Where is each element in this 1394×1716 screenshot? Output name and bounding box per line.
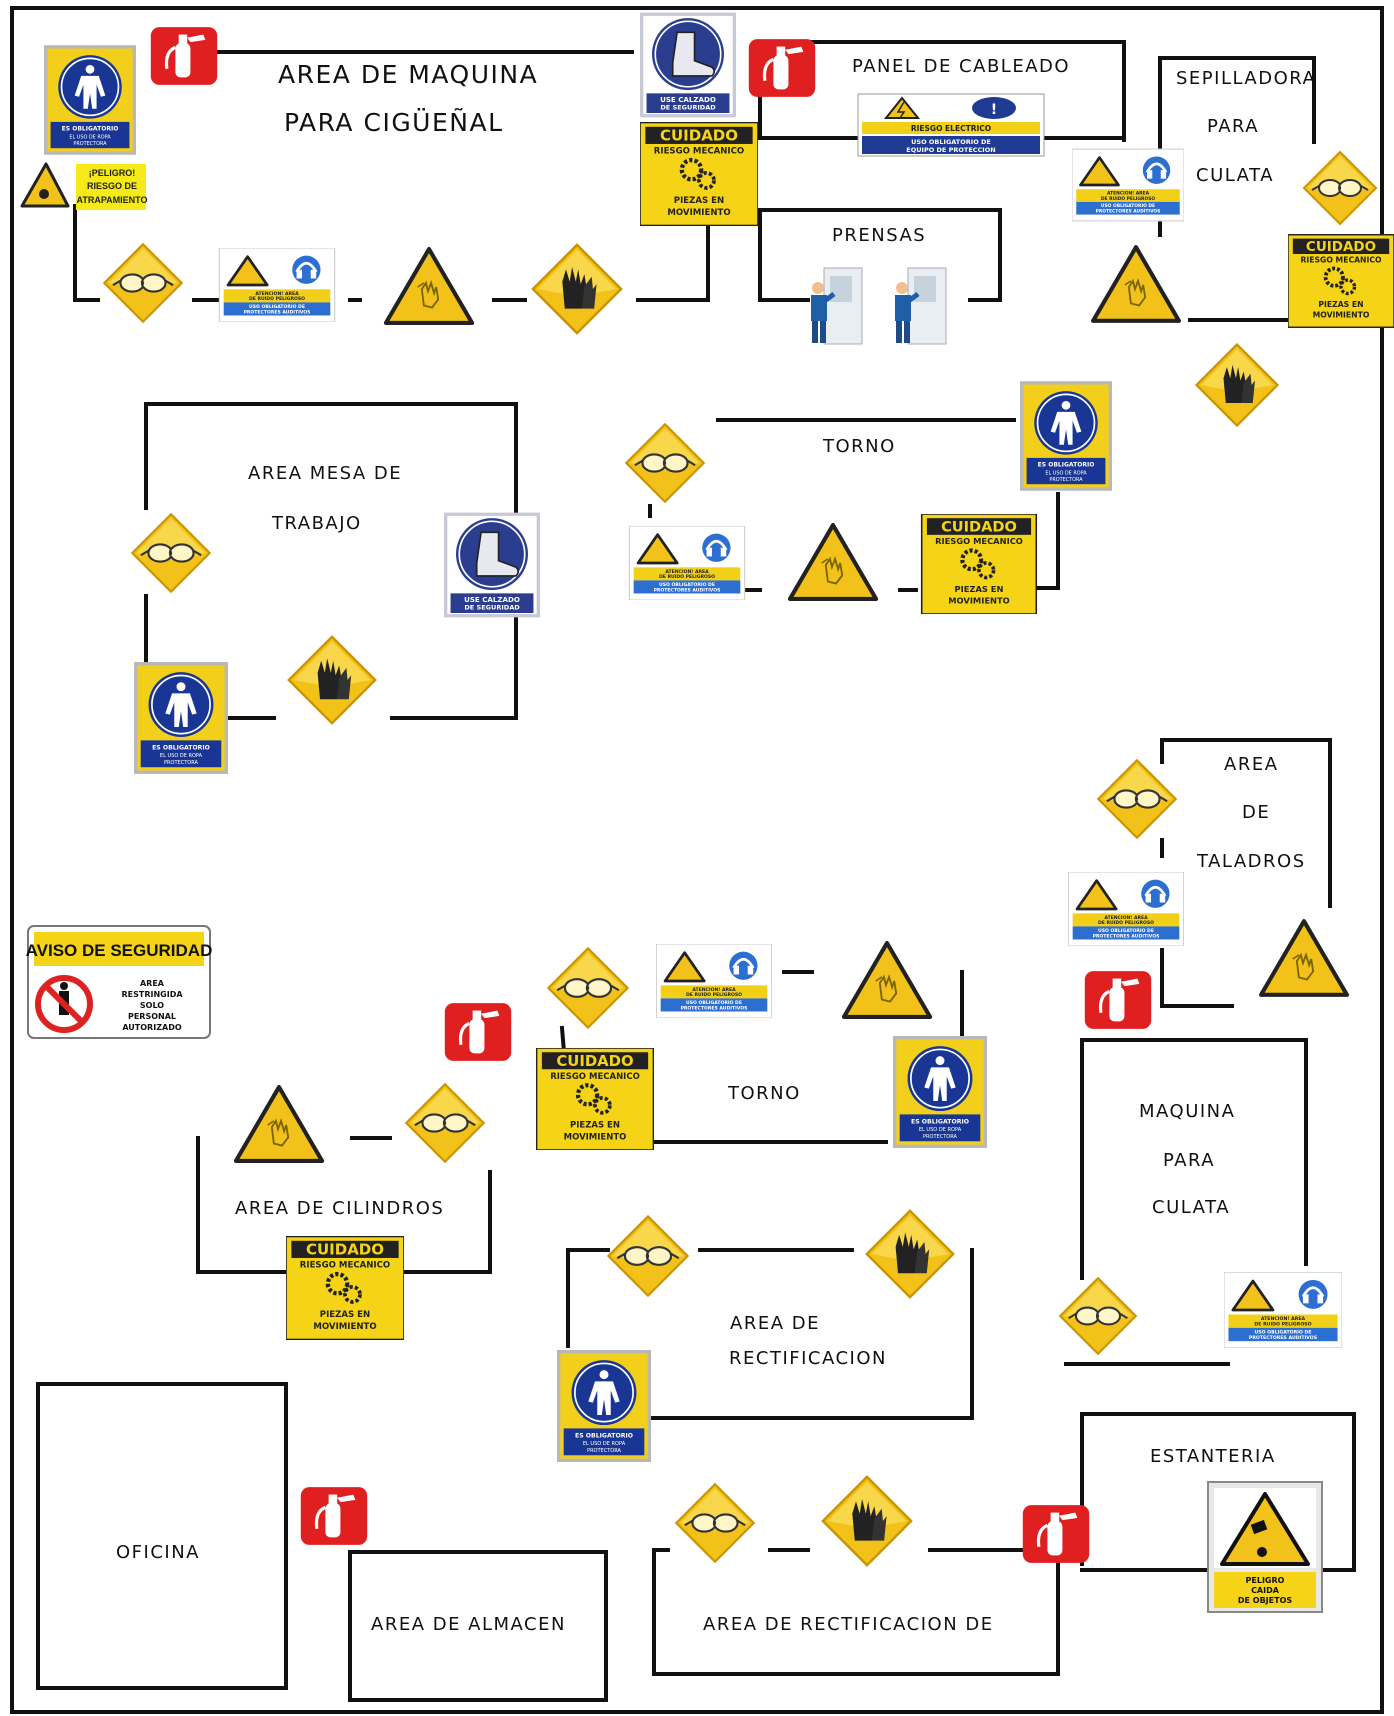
cuidado-sign-icon: [286, 1237, 404, 1340]
guantes-sign-icon: [1195, 343, 1279, 427]
label-panel-cableado: PANEL DE CABLEADO: [852, 56, 1071, 77]
svg-text:RIESGO ELECTRICO: RIESGO ELECTRICO: [911, 124, 991, 133]
svg-text:¡PELIGRO!: ¡PELIGRO!: [89, 168, 136, 178]
svg-text:SOLO: SOLO: [140, 1001, 164, 1010]
label-area-cilindros: AREA DE CILINDROS: [235, 1198, 445, 1219]
label-area-rectificacion-de: AREA DE RECTIFICACION DE: [703, 1614, 994, 1635]
svg-text:EQUIPO DE PROTECCION: EQUIPO DE PROTECCION: [906, 146, 995, 154]
gafas-sign-icon: [102, 242, 184, 324]
label-prensas: PRENSAS: [832, 225, 927, 246]
bata-sign-icon: [44, 44, 136, 156]
ruido-sign-icon: [628, 526, 746, 600]
ruido-sign-icon: [1068, 872, 1184, 946]
cuidado-sign-icon: [1288, 235, 1394, 328]
svg-text:AVISO DE SEGURIDAD: AVISO DE SEGURIDAD: [26, 941, 213, 960]
extintor-sign-icon: [1021, 1504, 1091, 1564]
svg-text:CAIDA: CAIDA: [1251, 1586, 1280, 1595]
cuidado-sign-icon: [922, 514, 1037, 614]
svg-text:RESTRINGIDA: RESTRINGIDA: [121, 990, 183, 999]
cuidado-sign-icon: [537, 1048, 654, 1150]
gafas-sign-icon: [546, 946, 630, 1030]
svg-text:RIESGO DE: RIESGO DE: [87, 181, 137, 191]
label-estanteria: ESTANTERIA: [1150, 1446, 1276, 1467]
label-maquina-culata-2: PARA: [1163, 1150, 1216, 1171]
extintor-sign-icon: [443, 1002, 513, 1062]
triangulo-sign-icon: [790, 525, 876, 599]
guantes-sign-icon: [865, 1209, 955, 1299]
gafas-sign-icon: [130, 512, 212, 594]
gafas-sign-icon: [1058, 1276, 1138, 1356]
ruido-sign-icon: [1224, 1272, 1342, 1348]
extintor-sign-icon: [1083, 970, 1153, 1030]
aviso-seguridad-sign: AVISO DE SEGURIDAD AREA RESTRINGIDA SOLO PER…: [26, 925, 213, 1039]
svg-text:DE OBJETOS: DE OBJETOS: [1238, 1596, 1292, 1605]
svg-text:PERSONAL: PERSONAL: [128, 1012, 176, 1021]
label-maquina-culata-1: MAQUINA: [1139, 1101, 1236, 1122]
gafas-sign-icon: [624, 422, 706, 504]
svg-text:!: !: [991, 102, 997, 118]
label-trabajo: TRABAJO: [272, 513, 362, 534]
extintor-sign-icon: [299, 1486, 369, 1546]
ruido-sign-icon: [218, 248, 336, 322]
bata-sign-icon: [1020, 380, 1112, 492]
label-area-de-rectificacion-2: RECTIFICACION: [729, 1348, 887, 1369]
label-maquina-culata-3: CULATA: [1152, 1197, 1231, 1218]
prensa-workers-image: [811, 267, 947, 345]
gafas-sign-icon: [404, 1082, 486, 1164]
svg-text:AREA: AREA: [140, 979, 165, 988]
label-para-ciguenal: PARA CIGÜEÑAL: [284, 108, 504, 137]
label-area-almacen: AREA DE ALMACEN: [371, 1614, 566, 1635]
svg-text:PELIGRO: PELIGRO: [1246, 1576, 1285, 1585]
botas-sign-icon: [640, 12, 736, 118]
svg-text:ATRAPAMIENTO: ATRAPAMIENTO: [77, 195, 148, 205]
peligro-atrapamiento-sign: ¡PELIGRO! RIESGO DE ATRAPAMIENTO: [20, 162, 148, 210]
triangulo-sign-icon: [1261, 921, 1347, 995]
triangulo-sign-icon: [844, 943, 930, 1017]
label-sepilladora-culata: CULATA: [1196, 165, 1275, 186]
gafas-sign-icon: [674, 1482, 756, 1564]
label-area-taladros-2: DE: [1242, 802, 1271, 823]
gafas-sign-icon: [606, 1214, 690, 1298]
bata-sign-icon: [556, 1350, 652, 1462]
label-area-mesa-trabajo: AREA MESA DE: [248, 463, 403, 484]
bata-sign-icon: [134, 661, 228, 775]
guantes-sign-icon: [821, 1475, 913, 1567]
botas-sign-icon: [444, 512, 540, 618]
ruido-sign-icon: [656, 944, 772, 1018]
label-sepilladora: SEPILLADORA: [1176, 68, 1317, 89]
guantes-sign-icon: [531, 243, 623, 335]
ruido-sign-icon: [1072, 148, 1184, 222]
label-sepilladora-para: PARA: [1207, 116, 1260, 137]
gafas-sign-icon: [1096, 758, 1178, 840]
svg-text:AUTORIZADO: AUTORIZADO: [122, 1023, 181, 1032]
guantes-sign-icon: [287, 635, 377, 725]
label-area-taladros-1: AREA: [1224, 754, 1279, 775]
label-area-taladros-3: TALADROS: [1197, 851, 1306, 872]
label-oficina: OFICINA: [116, 1542, 200, 1563]
bata-sign-icon: [892, 1036, 988, 1148]
cuidado-sign-icon: [640, 123, 758, 226]
label-torno-bottom: TORNO: [728, 1083, 801, 1104]
triangulo-sign-icon: [1093, 247, 1179, 321]
svg-text:USO OBLIGATORIO DE: USO OBLIGATORIO DE: [911, 138, 991, 146]
gafas-sign-icon: [1302, 150, 1378, 226]
triangulo-sign-icon: [386, 249, 472, 323]
label-area-de-rectificacion-1: AREA DE: [730, 1313, 820, 1334]
extintor-sign-icon: [149, 26, 219, 86]
label-torno-top: TORNO: [823, 436, 896, 457]
label-area-maquina-ciguenal: AREA DE MAQUINA: [278, 60, 539, 89]
triangulo-sign-icon: [236, 1087, 322, 1161]
riesgo-electrico-sign: !RIESGO ELECTRICO USO OBLIGATORIO DEEQUIP…: [857, 93, 1045, 157]
extintor-sign-icon: [747, 38, 817, 98]
